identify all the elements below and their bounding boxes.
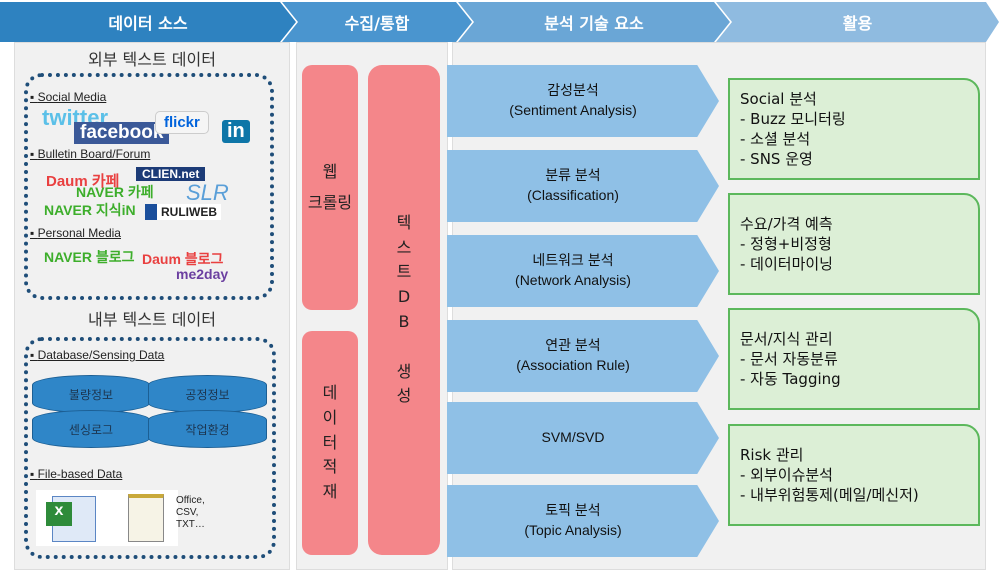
internal-title: 내부 텍스트 데이터 (88, 310, 216, 329)
text-db-box: 텍 스 트 D B 생 성 (368, 65, 440, 555)
db-item: 센싱로그 (32, 410, 150, 448)
usage-line: - 소셜 분석 (740, 130, 811, 148)
file-types: Office, CSV, TXT… (176, 495, 205, 530)
slr-logo: SLR (186, 180, 229, 205)
usage-risk: Risk 관리- 외부이슈분석 - 내부위험통제(메일/메신저) (728, 424, 980, 526)
analysis-topic: 토픽 분석 (Topic Analysis) (447, 485, 719, 557)
usage-line: - 정형+비정형 (740, 234, 832, 253)
usage-line: - SNS 운영 (740, 150, 813, 169)
ruliweb-logo: RULIWEB (145, 204, 221, 220)
header-analysis: 분석 기술 요소 (458, 2, 730, 42)
external-group (24, 73, 274, 300)
social-label: ▪ Social Media (30, 90, 107, 104)
analysis-ko: SVM/SVD (541, 429, 605, 446)
db-item: 불량정보 (32, 375, 150, 413)
header-data-source: 데이터 소스 (0, 2, 296, 42)
usage-social: Social 분석- Buzz 모니터링 - 소셜 분석 - SNS 운영 (728, 78, 980, 180)
naver-kin-logo: NAVER 지식iN (44, 202, 136, 218)
usage-line: - Buzz 모니터링 (740, 109, 846, 128)
analysis-svm: SVM/SVD (447, 402, 719, 474)
analysis-en: (Association Rule) (516, 357, 630, 373)
file-label-text: File-based Data (37, 467, 123, 481)
usage-line: 수요/가격 예측 (740, 214, 833, 233)
linkedin-logo: in (222, 120, 250, 143)
excel-icon: x (36, 490, 106, 546)
usage-line: 문서/지식 관리 (740, 329, 833, 348)
header-label: 수집/통합 (344, 14, 410, 33)
db-label-text: Database/Sensing Data (37, 348, 165, 362)
analysis-ko: 감성분석 (547, 82, 599, 99)
daum-cafe-logo: Daum 카페 (46, 173, 120, 190)
usage-line: - 외부이슈분석 (740, 465, 833, 484)
data-loading-box: 데 이 터 적 재 (302, 331, 358, 555)
analysis-ko: 분류 분석 (545, 167, 601, 184)
naver-blog-logo: NAVER 블로그 (44, 249, 135, 265)
usage-line: - 자동 Tagging (740, 370, 841, 389)
analysis-en: (Network Analysis) (515, 272, 631, 288)
header-usage: 활용 (716, 2, 999, 42)
analysis-network: 네트워크 분석 (Network Analysis) (447, 235, 719, 307)
personal-label: ▪ Personal Media (30, 226, 121, 240)
personal-label-text: Personal Media (37, 226, 121, 240)
facebook-logo: facebook (74, 122, 170, 144)
internal-group (24, 337, 276, 559)
analysis-ko: 토픽 분석 (545, 502, 601, 519)
external-title: 외부 텍스트 데이터 (88, 50, 216, 69)
analysis-classification: 분류 분석 (Classification) (447, 150, 719, 222)
analysis-en: (Classification) (527, 187, 619, 203)
header-label: 분석 기술 요소 (544, 14, 644, 33)
usage-line: - 데이터마이닝 (740, 255, 833, 274)
usage-line: - 문서 자동분류 (740, 349, 838, 368)
analysis-sentiment: 감성분석 (Sentiment Analysis) (447, 65, 719, 137)
daum-blog-logo: Daum 블로그 (142, 251, 224, 267)
notepad-icon (106, 490, 178, 546)
header-label: 데이터 소스 (108, 14, 188, 33)
web-crawling-box: 웹 크롤링 (302, 65, 358, 310)
bulletin-label-text: Bulletin Board/Forum (37, 147, 151, 161)
bulletin-label: ▪ Bulletin Board/Forum (30, 147, 151, 161)
me2day-logo: me2day (176, 266, 229, 282)
analysis-en: (Topic Analysis) (524, 522, 622, 538)
naver-cafe-logo: NAVER 카페 (76, 184, 154, 200)
db-item: 작업환경 (148, 410, 267, 448)
analysis-association: 연관 분석 (Association Rule) (447, 320, 719, 392)
analysis-ko: 네트워크 분석 (532, 252, 614, 269)
flickr-logo: flickr (155, 111, 209, 134)
social-label-text: Social Media (37, 90, 107, 104)
analysis-ko: 연관 분석 (545, 337, 601, 354)
db-item: 공정정보 (148, 375, 267, 413)
clien-logo: CLIEN.net (136, 167, 206, 181)
header-collect: 수집/통합 (282, 2, 472, 42)
usage-line: - 내부위험통제(메일/메신저) (740, 486, 919, 505)
usage-forecast: 수요/가격 예측- 정형+비정형 - 데이터마이닝 (728, 193, 980, 295)
usage-line: Social 분석 (740, 89, 817, 108)
usage-line: Risk 관리 (740, 445, 804, 464)
analysis-en: (Sentiment Analysis) (509, 102, 637, 118)
db-label: ▪ Database/Sensing Data (30, 348, 165, 362)
file-label: ▪ File-based Data (30, 467, 123, 481)
header-label: 활용 (842, 14, 873, 33)
usage-knowledge: 문서/지식 관리- 문서 자동분류 - 자동 Tagging (728, 308, 980, 410)
